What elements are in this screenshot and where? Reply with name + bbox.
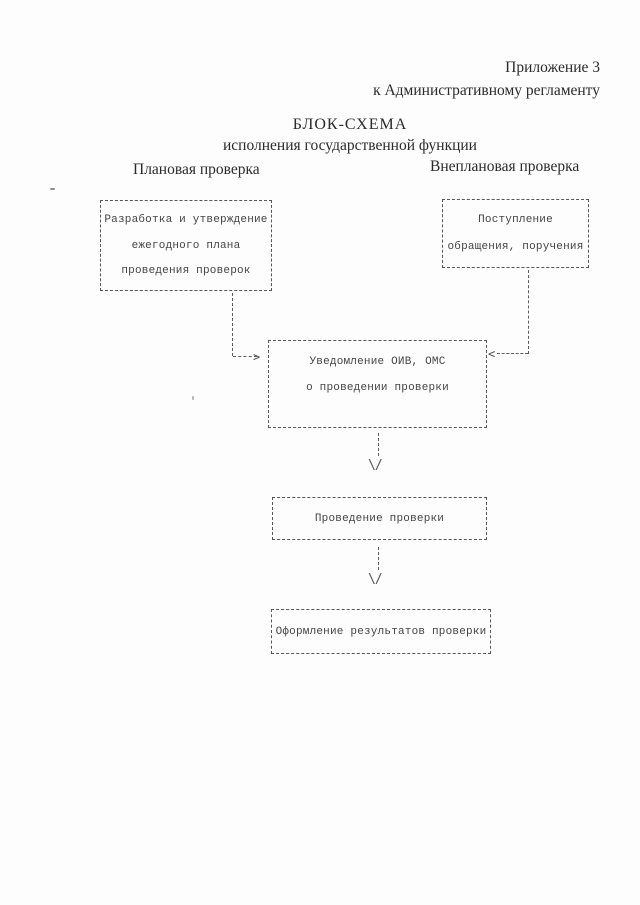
appendix-line-2: к Административному регламенту [373,82,600,99]
flow-box-plan-development: Разработка и утверждение ежегодного план… [100,200,272,291]
flow-box-line: ежегодного плана [131,239,241,252]
flow-box-line: о проведении проверки [306,382,449,394]
arrow-down-icon: \/ [368,572,383,587]
connector-plan-to-notify-horizontal [233,356,257,357]
connector-incoming-to-notify-horizontal [497,353,528,354]
appendix-header: Приложение 3 к Административному регламе… [373,56,600,102]
flow-box-incoming-requests: Поступление обращения, поручения [442,199,589,268]
title-line-2: исполнения государственной функции [223,137,477,154]
flow-box-line: Оформление результатов проверки [275,625,487,638]
flow-box-line: Поступление [478,214,553,227]
diagram-title: БЛОК-СХЕМА исполнения государственной фу… [60,116,640,155]
connector-plan-to-notify-vertical [232,293,233,356]
flow-box-notification: Уведомление ОИВ, ОМС о проведении провер… [268,340,487,428]
appendix-line-1: Приложение 3 [505,59,600,76]
flow-box-line: Проведение проверки [314,512,445,525]
column-label-unplanned-inspection: Внеплановая проверка [430,158,580,175]
flow-box-inspection-results: Оформление результатов проверки [271,609,491,654]
flow-box-conduct-inspection: Проведение проверки [272,497,487,540]
connector-incoming-to-notify-vertical [528,270,529,354]
arrow-left-icon: < [488,347,496,361]
connector-conduct-to-results-vertical [378,547,379,570]
flow-box-line: проведения проверок [121,264,251,277]
flow-box-line: Разработка и утверждение [104,214,268,227]
flow-box-line: обращения, поручения [447,240,584,253]
scan-speck [192,396,194,400]
flow-box-line: Уведомление ОИВ, ОМС [309,356,446,368]
arrow-down-icon: \/ [368,458,383,473]
connector-notify-to-conduct-vertical [378,433,379,456]
scan-speck [50,188,55,190]
arrow-right-icon: > [253,350,261,364]
title-line-1: БЛОК-СХЕМА [292,116,408,133]
column-label-planned-inspection: Плановая проверка [133,161,260,178]
